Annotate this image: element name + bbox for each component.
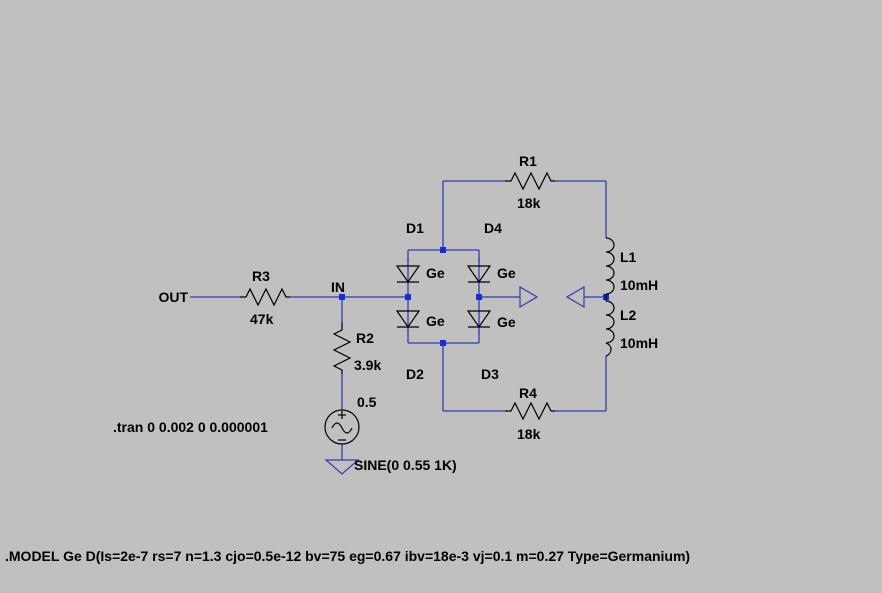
directive-model[interactable]: .MODEL Ge D(Is=2e-7 rs=7 n=1.3 cjo=0.5e-… [5,548,690,564]
label-v1-source: SINE(0 0.55 1K) [354,457,457,473]
inductor-l2[interactable] [605,298,615,357]
resistor-r2[interactable] [332,322,352,374]
label-r2-value: 3.9k [354,357,381,373]
net-label-out: OUT [158,289,188,305]
label-r3-value: 47k [250,311,274,327]
label-d4-name: D4 [484,220,502,236]
labels: OUT IN R3 47k R1 18k R4 18k R2 3.9k D1 D… [5,153,690,564]
directive-tran[interactable]: .tran 0 0.002 0 0.000001 [113,419,268,435]
ground-arrow-bridge [519,285,539,309]
label-d3-name: D3 [481,366,499,382]
label-d2-model: Ge [426,313,445,329]
label-l1-value: 10mH [620,277,658,293]
diode-d4[interactable] [466,265,492,284]
junction-bridge-left [405,294,411,300]
label-l2-name: L2 [620,307,637,323]
wires [190,180,607,460]
resistor-r1[interactable] [505,171,555,191]
label-l2-value: 10mH [620,335,658,351]
label-r1-name: R1 [519,153,537,169]
label-d2-name: D2 [406,366,424,382]
label-d1-name: D1 [406,220,424,236]
junction-bridge-top [440,247,446,253]
label-r1-value: 18k [517,195,541,211]
label-r4-value: 18k [517,426,541,442]
label-d1-model: Ge [426,265,445,281]
diode-d3[interactable] [466,310,492,329]
label-r4-name: R4 [519,385,537,401]
diode-d1[interactable] [395,265,421,284]
voltage-source-v1[interactable] [324,409,360,445]
net-label-in: IN [331,279,345,295]
label-l1-name: L1 [620,249,637,265]
label-d3-model: Ge [497,314,516,330]
diode-d2[interactable] [395,310,421,329]
junction-bridge-right [476,294,482,300]
label-r2-name: R2 [356,330,374,346]
ground-symbol-source [324,459,360,475]
label-d4-model: Ge [497,265,516,281]
label-r3-name: R3 [252,268,270,284]
inductor-l1[interactable] [605,237,615,298]
junction-in [339,294,345,300]
resistor-r4[interactable] [505,401,555,421]
junction-bridge-bottom [440,340,446,346]
resistor-r3[interactable] [240,287,290,307]
label-v1-dc: 0.5 [357,394,377,410]
ground-arrow-tap [565,285,585,309]
